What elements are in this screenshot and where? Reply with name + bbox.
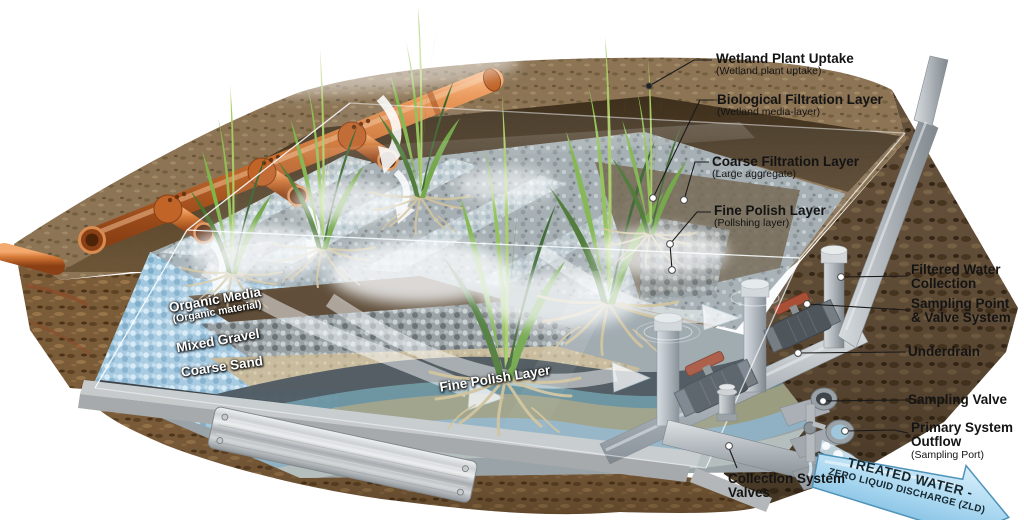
- metal-plate: [207, 406, 478, 503]
- treated-water-arrow: [811, 452, 1011, 520]
- mist-clouds: [0, 24, 728, 328]
- leader-dots: [645, 82, 849, 450]
- sampling-tap: [803, 403, 826, 477]
- label-collection-system-valves: Collection System Valves: [728, 471, 846, 501]
- plate-screws: [216, 413, 469, 496]
- collection-exit-pipe: [837, 55, 949, 349]
- glass-cover: [94, 102, 906, 469]
- label-coarse-filtration: Coarse Filtration Layer (Large aggregate…: [712, 154, 860, 181]
- inlet-pipe: [0, 68, 504, 275]
- leader-lines: [648, 59, 909, 469]
- soil-left-face: [14, 244, 150, 390]
- label-filtered-water-collection: Filtered Water Collection: [911, 262, 1001, 292]
- label-sampling-point-valve-system: Sampling Point & Valve System: [911, 296, 1011, 326]
- label-sampling-valve: Sampling Valve: [908, 392, 1008, 407]
- label-primary-system-outflow: Primary System Outflow (Sampling Port): [911, 420, 1014, 461]
- label-wetland-plant-uptake: Wetland Plant Uptake (Wetland plant upta…: [716, 51, 854, 78]
- collection-manifold: [661, 383, 892, 491]
- label-fine-polish: Fine Polish Layer (Pollshing layer): [714, 203, 826, 230]
- valve-2: [762, 291, 842, 354]
- label-biological-filtration: Biological Filtration Layer (Wetland med…: [717, 92, 883, 119]
- collection-valve-stub: [716, 383, 738, 422]
- label-underdrain: Underdrain: [908, 344, 981, 359]
